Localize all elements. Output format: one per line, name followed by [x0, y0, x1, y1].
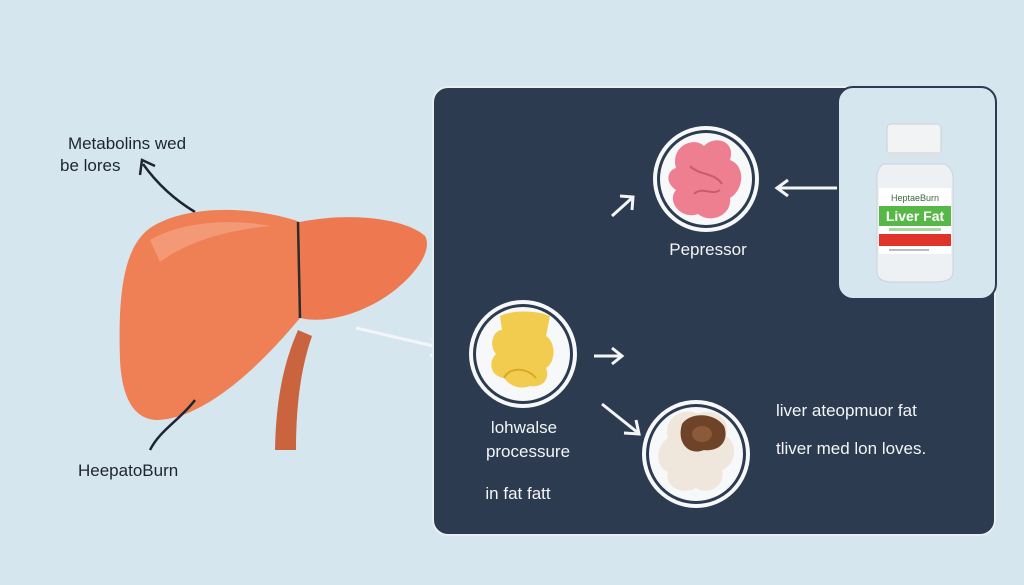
mid-node-label-line1: lohwalse	[491, 418, 557, 437]
top-node-label: Pepressor	[669, 240, 747, 259]
fat-cell-icon	[491, 311, 554, 388]
metabolism-label-line2: be lores	[60, 156, 121, 175]
liver-right-lobe	[300, 217, 427, 320]
process-diagram: Pepressor lohwalse processure in fat fat…	[469, 126, 926, 508]
mid-node-label-line2: processure	[486, 442, 570, 461]
arrow-mid-right	[594, 346, 625, 366]
right-text-line1: liver ateopmuor fat	[776, 401, 917, 420]
brand-label: HeepatoBurn	[78, 461, 179, 480]
bottle-brand: HeptaeBurn	[891, 193, 939, 203]
liver-illustration	[119, 158, 448, 451]
brand-pointer-line	[148, 399, 196, 451]
liver-highlight	[150, 222, 270, 262]
label-pointer-arrow	[141, 163, 196, 214]
hepatic-vessel	[275, 330, 312, 450]
liver-to-panel-arrow	[355, 326, 443, 350]
arrow-from-product	[774, 178, 837, 198]
metabolism-label-line1: Metabolins wed	[67, 134, 187, 153]
metabolism-label: Metabolins wed be lores	[52, 133, 202, 177]
liver-left-lobe	[119, 209, 300, 420]
arrow-to-top-node	[610, 194, 635, 218]
bottle-name: Liver Fat	[886, 208, 945, 224]
damaged-cell-icon	[658, 411, 735, 491]
right-text-line2: tliver med lon loves.	[776, 439, 926, 458]
pink-tissue-icon	[668, 140, 742, 219]
bottle-cap	[886, 123, 942, 155]
label-pointer-arrowhead	[138, 158, 156, 176]
liver-lobe-divider	[296, 221, 302, 319]
arrow-to-bottom-node	[601, 402, 641, 436]
supplement-bottle: HeptaeBurn Liver Fat	[876, 123, 954, 283]
mid-node-label-line3: in fat fatt	[485, 484, 550, 503]
